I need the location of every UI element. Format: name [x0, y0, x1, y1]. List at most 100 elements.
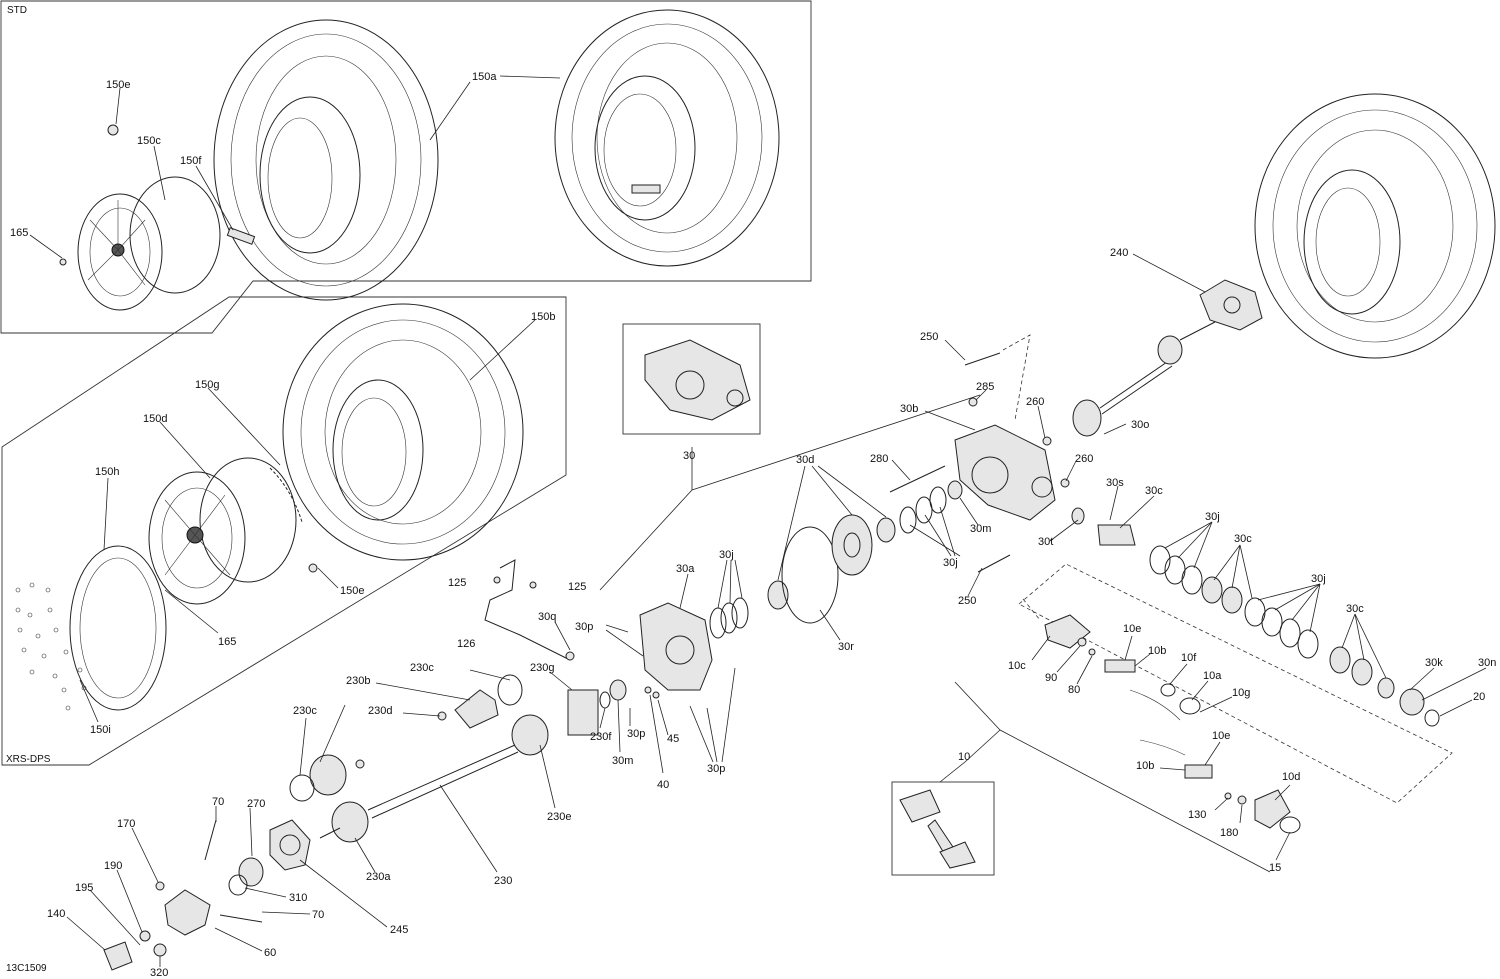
u-joint-10e-a — [1104, 659, 1136, 673]
callout-label: 30m — [612, 755, 633, 767]
callout-label: 30j — [1205, 511, 1220, 523]
studs-70 — [204, 819, 263, 923]
seal-30m-a — [609, 679, 627, 701]
right-tire — [1254, 93, 1496, 359]
callout-labels: 150e 150c 150f 165 150a 150b 150g 150d 1… — [10, 71, 1496, 979]
callout-label: 260 — [1075, 453, 1093, 465]
callout-label: 285 — [976, 381, 994, 393]
callout-label: 150d — [143, 413, 167, 425]
std-tire-left — [213, 19, 439, 301]
cap-140 — [103, 941, 133, 971]
callout-label: 310 — [289, 892, 307, 904]
callout-label: 15 — [1269, 862, 1281, 874]
boot-230c-b — [289, 754, 347, 802]
callout-label: 280 — [870, 453, 888, 465]
seal-30n — [1399, 688, 1425, 716]
callout-label: 30p — [627, 728, 645, 740]
callout-label: 250 — [920, 331, 938, 343]
bearing-30d — [767, 580, 789, 610]
clamp-230d — [355, 759, 365, 769]
driveshaft-inset-illustration — [899, 789, 976, 869]
shims-30j — [899, 486, 947, 534]
callout-label: 30p — [707, 763, 725, 775]
dash-250 — [1002, 334, 1031, 421]
nut-260-b — [1060, 478, 1070, 488]
callout-label: 150g — [195, 379, 219, 391]
callout-label: 30b — [900, 403, 918, 415]
callout-label: 30j — [1311, 573, 1326, 585]
callout-label: 30 — [683, 450, 695, 462]
callout-label: 125 — [568, 581, 586, 593]
callout-label: 10e — [1212, 730, 1230, 742]
nut-90 — [1077, 637, 1087, 647]
callout-label: 30m — [970, 523, 991, 535]
rings-30c — [1329, 646, 1395, 699]
boot-10a — [1129, 689, 1186, 756]
nut-170 — [155, 881, 165, 891]
bearing-30d-b — [876, 517, 896, 543]
rear-drive-axle-right — [1072, 321, 1216, 437]
rings-30j-b — [1149, 545, 1243, 614]
callout-label: 30c — [1145, 485, 1163, 497]
seal-15 — [1279, 816, 1301, 834]
callout-label: 90 — [1045, 672, 1057, 684]
cv-joint-230a — [319, 801, 369, 843]
gearbox-internals-dash-frame — [1018, 563, 1453, 804]
driveshaft-inset-frame — [891, 781, 995, 876]
callout-label: 70 — [212, 796, 224, 808]
nut-260 — [1042, 436, 1052, 446]
washer-320 — [153, 943, 167, 957]
callout-label: 30a — [676, 563, 695, 575]
callout-label: 230 — [494, 875, 512, 887]
callout-label: 230g — [530, 662, 554, 674]
std-wheel-frame — [0, 0, 812, 334]
ring-gear-30d — [831, 514, 873, 576]
callout-label: 150e — [106, 79, 130, 91]
callout-label: 30o — [1131, 419, 1149, 431]
beadlock-ring — [69, 545, 167, 711]
callout-label: 30j — [943, 557, 958, 569]
callout-label: 230b — [346, 675, 370, 687]
callout-label: 320 — [150, 967, 168, 979]
callout-label: 126 — [457, 638, 475, 650]
callout-label: 150i — [90, 724, 111, 736]
u-joint-10e-b — [1184, 764, 1213, 779]
ring-20 — [1424, 709, 1440, 727]
bolt-250-b — [977, 554, 1011, 573]
callout-label: 60 — [264, 947, 276, 959]
cv-joint-230g — [567, 689, 599, 736]
callout-label: 140 — [47, 908, 65, 920]
valve-stem — [107, 124, 119, 136]
callout-label: 30c — [1234, 533, 1252, 545]
callout-label: 10b — [1136, 760, 1154, 772]
brake-line-126 — [484, 559, 575, 661]
nut-130 — [1224, 792, 1232, 800]
nut-40 — [644, 686, 652, 694]
bearing-270 — [238, 857, 264, 887]
axle-shaft-230 — [367, 744, 519, 819]
callout-label: 10 — [958, 751, 970, 763]
xrs-rim — [148, 457, 297, 605]
callout-label: 10g — [1232, 687, 1250, 699]
callout-label: 20 — [1473, 691, 1485, 703]
o-ring-30r — [781, 526, 839, 624]
seal-30m — [947, 480, 963, 500]
nut — [59, 258, 67, 266]
callout-label: 150e — [340, 585, 364, 597]
clamp-10g — [1179, 697, 1201, 715]
yoke-10d — [1254, 789, 1291, 829]
gearbox-housing-rear — [954, 424, 1056, 521]
callout-label: 150b — [531, 311, 555, 323]
callout-label: 230e — [547, 811, 571, 823]
callout-label: 10e — [1123, 623, 1141, 635]
ring-230f — [599, 691, 611, 709]
callout-label: 30s — [1106, 477, 1124, 489]
rim-weight — [226, 227, 256, 245]
callout-label: 30k — [1425, 657, 1443, 669]
callout-label: 165 — [10, 227, 28, 239]
clamp-10f — [1160, 683, 1176, 697]
seal-rings-30j-a — [709, 597, 749, 639]
washer-45 — [652, 691, 660, 699]
callout-label: 270 — [247, 798, 265, 810]
callout-label: 30t — [1038, 536, 1053, 548]
